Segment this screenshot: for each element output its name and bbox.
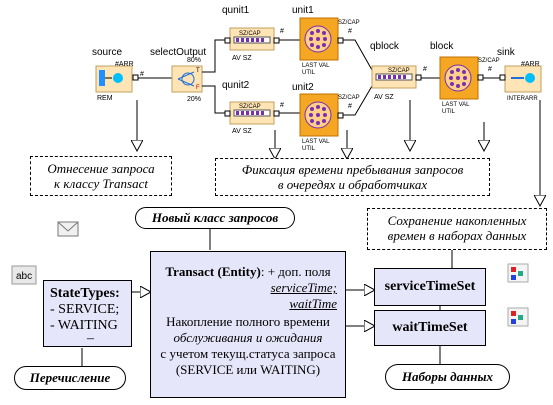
- qunit1-label: qunit1: [222, 5, 250, 16]
- statetypes-item-waiting: - WAITING: [50, 318, 118, 333]
- qblock-szcap: SZ/CAP: [388, 68, 410, 74]
- abc-icon-label: abc: [16, 271, 32, 282]
- note-fix-line2: в очередях и обработчиках: [277, 177, 428, 192]
- unit1-block[interactable]: [299, 17, 339, 61]
- unit1-out-port: [337, 37, 344, 44]
- note-save-line2: времен в наборах данных: [387, 228, 527, 243]
- unit2-lastval: LAST VAL: [302, 139, 330, 145]
- block-label: block: [430, 41, 454, 52]
- sink-block[interactable]: [504, 65, 542, 93]
- link-select-qunit1: [202, 39, 230, 73]
- note-save-line1: Сохранение накопленных: [387, 213, 527, 228]
- qunit1-szcap: SZ/CAP: [239, 31, 261, 37]
- qunit2-szcap: SZ/CAP: [239, 104, 261, 110]
- block-lastval: LAST VAL: [442, 102, 470, 108]
- qunit2-block[interactable]: [229, 101, 275, 125]
- unit1-util: UTIL: [302, 70, 316, 76]
- qblock-out-port: [415, 74, 422, 81]
- service-time-set-label: serviceTimeSet: [384, 279, 476, 294]
- true-port-label: T: [196, 68, 200, 74]
- unit2-out-port: [337, 112, 344, 119]
- block-hash: #: [488, 66, 492, 73]
- unit2-hash: #: [348, 103, 352, 110]
- dataset-icon-service[interactable]: [507, 263, 529, 283]
- qblock-hash: #: [423, 66, 427, 73]
- note-transact-line1: Отнесение запроса: [47, 161, 155, 176]
- transact-title: Transact (Entity): [165, 264, 261, 279]
- source-block[interactable]: [95, 65, 133, 93]
- block-block[interactable]: [439, 56, 479, 100]
- block-util: UTIL: [442, 109, 456, 115]
- sink-arr-label: #ARR: [521, 61, 540, 68]
- qunit2-out-port: [273, 110, 280, 117]
- statetypes-item-service: - SERVICE;: [50, 302, 120, 317]
- false-port-label: F: [196, 85, 200, 91]
- transact-box[interactable]: Transact (Entity): + доп. поля serviceTi…: [150, 251, 346, 398]
- wait-time-set-label: waitTimeSet: [392, 320, 468, 335]
- block-out-port: [477, 74, 484, 81]
- service-time-set-box[interactable]: serviceTimeSet: [374, 268, 486, 306]
- unit2-label: unit2: [292, 82, 314, 93]
- sink-interarr-label: INTERARR: [507, 96, 538, 102]
- block-szcap: SZ/CAP: [478, 58, 500, 64]
- unit1-lastval: LAST VAL: [302, 63, 330, 69]
- link-unit1-qblock: [343, 39, 373, 71]
- transact-desc4: (SERVICE или WAITING): [175, 362, 321, 377]
- qunit1-out-port: [273, 37, 280, 44]
- source-hash: #: [140, 71, 144, 78]
- qunit1-in-port: [224, 37, 231, 44]
- qblock-avsz: AV SZ: [374, 94, 394, 101]
- source-label: source: [92, 47, 122, 58]
- source-rem-label: REM: [97, 95, 113, 102]
- pct-20-label: 20%: [187, 96, 201, 103]
- mail-icon[interactable]: [57, 221, 79, 237]
- unit2-util: UTIL: [302, 146, 316, 152]
- transact-desc2: обслуживания и ожидания: [173, 330, 323, 345]
- new-class-label: Новый класс запросов: [135, 207, 295, 229]
- dataset-icon-wait[interactable]: [507, 307, 529, 327]
- statetypes-box[interactable]: StateTypes: - SERVICE; - WAITING –: [43, 280, 132, 347]
- unit1-label: unit1: [292, 5, 314, 16]
- qunit2-label: qunit2: [222, 80, 250, 91]
- note-save-times: Сохранение накопленных времен в наборах …: [367, 208, 547, 250]
- wait-time-set-box[interactable]: waitTimeSet: [374, 310, 486, 346]
- qunit2-avsz: AV SZ: [232, 128, 252, 135]
- source-arr-label: #ARR: [115, 61, 134, 68]
- enum-label: Перечисление: [14, 366, 126, 390]
- sink-in-port: [499, 74, 506, 81]
- transact-desc1: Накопление полного времени: [166, 314, 330, 329]
- statetypes-title: StateTypes:: [50, 286, 120, 301]
- unit1-szcap: SZ/CAP: [338, 20, 360, 26]
- qunit1-hash: #: [280, 28, 284, 35]
- unit2-szcap: SZ/CAP: [338, 95, 360, 101]
- transact-suffix: : + доп. поля: [260, 264, 331, 279]
- transact-desc3: с учетом текущ.статуса запроса: [160, 346, 336, 361]
- unit1-hash: #: [348, 28, 352, 35]
- statetypes-dash: –: [87, 331, 94, 346]
- note-transact-class: Отнесение запроса к классу Transact: [30, 156, 172, 196]
- qunit2-hash: #: [280, 102, 284, 109]
- sink-label: sink: [497, 47, 516, 58]
- qblock-label: qblock: [370, 41, 400, 52]
- select-output-label: selectOutput: [150, 47, 206, 58]
- link-unit2-qblock: [343, 85, 373, 116]
- abc-icon[interactable]: [11, 265, 37, 285]
- qunit2-in-port: [224, 110, 231, 117]
- source-port: [132, 74, 139, 81]
- unit2-block[interactable]: [299, 93, 339, 137]
- qunit1-avsz: AV SZ: [232, 55, 252, 62]
- select-output-block[interactable]: [171, 65, 203, 93]
- note-fix-time: Фиксация времени пребывания запросов в о…: [215, 158, 490, 196]
- transact-field-wait: waitTime: [289, 296, 337, 311]
- note-fix-line1: Фиксация времени пребывания запросов: [241, 162, 464, 177]
- link-select-qunit2: [202, 85, 230, 114]
- pct-80-label: 80%: [187, 57, 201, 64]
- note-transact-line2: к классу Transact: [54, 176, 148, 191]
- datasets-label: Наборы данных: [385, 364, 510, 390]
- transact-field-service: serviceTime;: [270, 280, 337, 295]
